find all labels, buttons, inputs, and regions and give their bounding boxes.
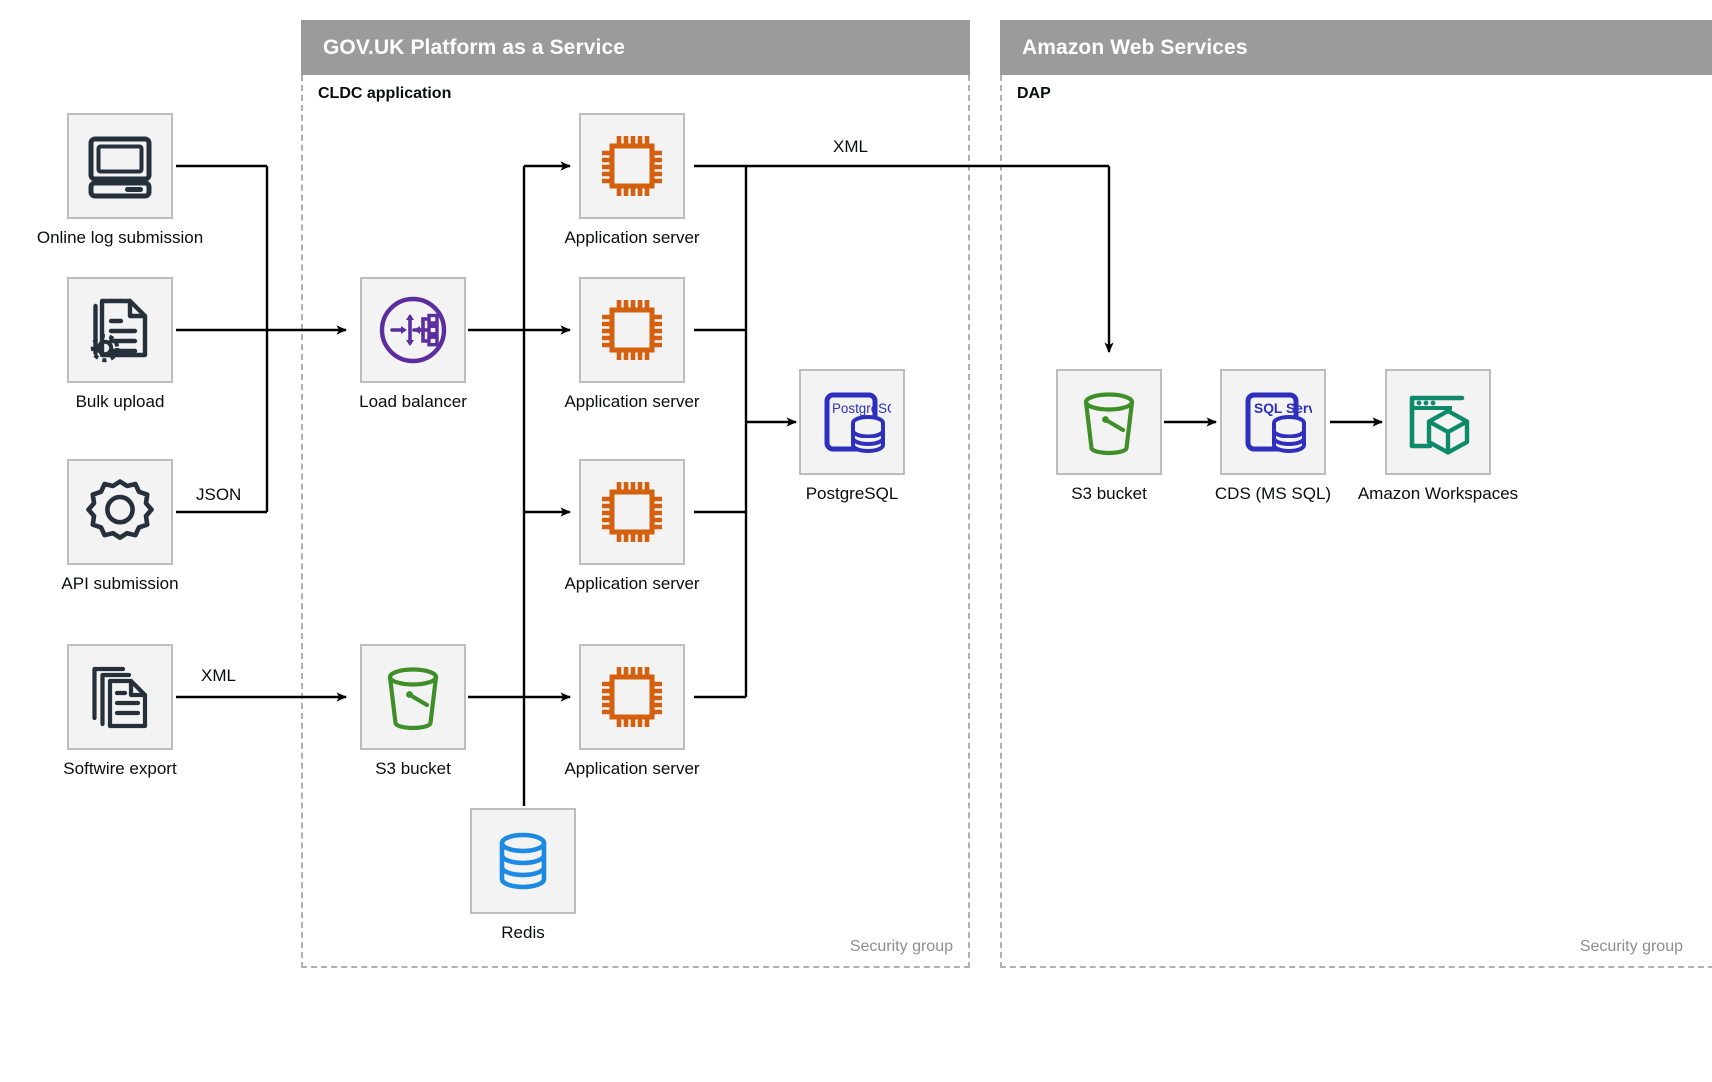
redis-label: Redis	[501, 923, 545, 942]
database-cylinder-icon	[488, 826, 558, 896]
redis-tile[interactable]	[470, 808, 576, 914]
app-server-2-label: Application server	[564, 392, 700, 411]
app-server-1-label: Application server	[564, 228, 700, 247]
softwire-export-label: Softwire export	[63, 759, 177, 778]
app-server-3-tile[interactable]	[579, 459, 685, 565]
app-server-3-label: Application server	[564, 574, 700, 593]
postgresql-icon: PostgreSQL	[813, 383, 891, 461]
app-server-4-tile[interactable]	[579, 644, 685, 750]
postgresql-label: PostgreSQL	[805, 484, 899, 503]
zone-subtitle-cldc: CLDC application	[318, 85, 452, 102]
load-balancer-icon	[374, 291, 452, 369]
app-server-1-tile[interactable]	[579, 113, 685, 219]
gear-icon	[83, 475, 157, 549]
security-group-label-paas: Security group	[849, 938, 953, 955]
zone-title-aws: Amazon Web Services	[1022, 35, 1248, 59]
zone-body-paas	[301, 75, 970, 968]
bulk-upload-tile[interactable]	[67, 277, 173, 383]
s3-bucket-icon	[375, 659, 451, 735]
zone-title-paas: GOV.UK Platform as a Service	[323, 35, 625, 59]
sql-server-badge-text: SQL Server	[1254, 401, 1312, 416]
desktop-computer-icon	[83, 129, 157, 203]
api-submission-label: API submission	[61, 574, 179, 593]
amazon-workspaces-icon	[1400, 384, 1476, 460]
amazon-workspaces-tile[interactable]	[1385, 369, 1491, 475]
s3-bucket-paas-tile[interactable]	[360, 644, 466, 750]
bulk-upload-label: Bulk upload	[75, 392, 165, 411]
postgresql-badge-text: PostgreSQL	[832, 401, 891, 416]
load-balancer-label: Load balancer	[359, 392, 467, 411]
api-submission-tile[interactable]	[67, 459, 173, 565]
load-balancer-tile[interactable]	[360, 277, 466, 383]
document-stack-icon	[83, 660, 157, 734]
online-log-submission-label: Online log submission	[36, 228, 204, 247]
cpu-chip-icon	[595, 475, 669, 549]
s3-bucket-aws-label: S3 bucket	[1071, 484, 1147, 503]
amazon-workspaces-label: Amazon Workspaces	[1357, 484, 1519, 503]
zone-subtitle-dap: DAP	[1017, 85, 1051, 102]
zone-body-aws	[1000, 75, 1712, 968]
document-gear-icon	[83, 293, 157, 367]
edge-label-xml-softwire: XML	[201, 666, 236, 685]
app-server-2-tile[interactable]	[579, 277, 685, 383]
zone-header-aws: Amazon Web Services	[1000, 20, 1712, 75]
edge-label-json: JSON	[196, 485, 242, 504]
sql-server-icon: SQL Server	[1234, 383, 1312, 461]
cpu-chip-icon	[595, 129, 669, 203]
app-server-4-label: Application server	[564, 759, 700, 778]
s3-bucket-aws-tile[interactable]	[1056, 369, 1162, 475]
zone-header-paas: GOV.UK Platform as a Service	[301, 20, 970, 75]
s3-bucket-paas-label: S3 bucket	[375, 759, 451, 778]
cpu-chip-icon	[595, 293, 669, 367]
cds-ms-sql-label: CDS (MS SQL)	[1214, 484, 1332, 503]
cpu-chip-icon	[595, 660, 669, 734]
cds-ms-sql-tile[interactable]: SQL Server	[1220, 369, 1326, 475]
s3-bucket-icon	[1071, 384, 1147, 460]
postgresql-tile[interactable]: PostgreSQL	[799, 369, 905, 475]
security-group-label-aws: Security group	[1579, 938, 1683, 955]
online-log-submission-tile[interactable]	[67, 113, 173, 219]
softwire-export-tile[interactable]	[67, 644, 173, 750]
edge-label-xml-dap: XML	[833, 137, 868, 156]
